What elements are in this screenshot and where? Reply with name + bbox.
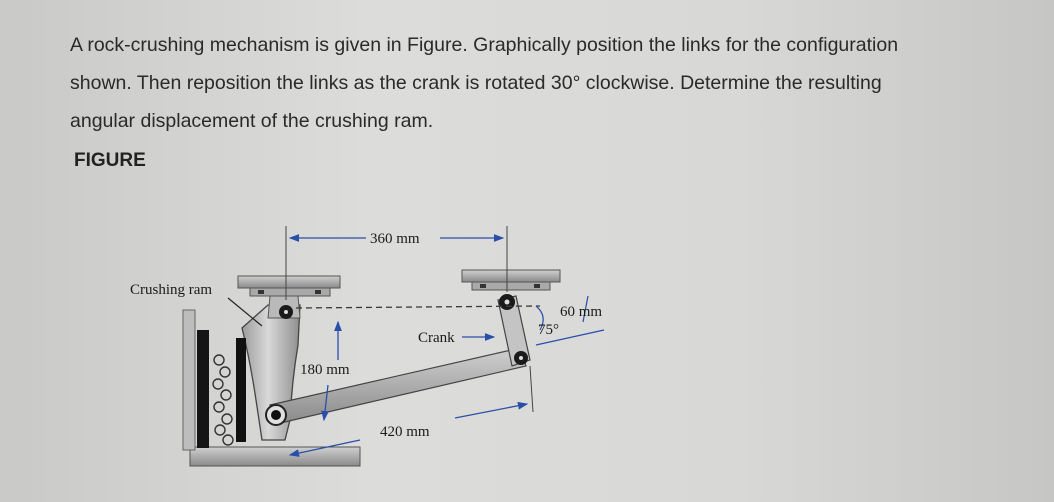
crusher-wall: [182, 309, 196, 451]
dim-180-label: 180 mm: [300, 362, 350, 378]
dimension-360: 360 mm: [285, 226, 508, 300]
dimension-180: 180 mm: [300, 320, 350, 422]
problem-line-3: angular displacement of the crushing ram…: [70, 110, 434, 132]
right-support-block: [471, 281, 551, 291]
problem-line-2: shown. Then reposition the links as the …: [70, 72, 882, 94]
left-support-plate: [237, 275, 341, 289]
dimension-420: 420 mm: [288, 365, 534, 457]
crusher-black-liner: [197, 330, 209, 448]
angle-75-label: 75°: [538, 322, 559, 338]
problem-statement: A rock-crushing mechanism is given in Fi…: [70, 26, 1010, 140]
crank-dimension: 60 mm 75°: [535, 295, 605, 346]
reference-line: [295, 305, 541, 309]
crushing-ram-label: Crushing ram: [130, 282, 212, 298]
connecting-rod: [269, 347, 527, 425]
problem-line-1: A rock-crushing mechanism is given in Fi…: [70, 34, 899, 56]
base-plate: [189, 446, 361, 467]
crushing-ram-callout: Crushing ram: [130, 282, 263, 327]
dim-60-label: 60 mm: [560, 304, 602, 320]
right-support-plate: [461, 269, 561, 283]
dim-420-label: 420 mm: [380, 424, 430, 440]
ram-black-plate: [236, 338, 246, 442]
crank-callout: Crank: [418, 330, 496, 346]
rocks: [212, 354, 234, 446]
figure-heading: FIGURE: [74, 150, 146, 171]
dim-360-label: 360 mm: [370, 231, 420, 247]
crank-label: Crank: [418, 330, 455, 346]
